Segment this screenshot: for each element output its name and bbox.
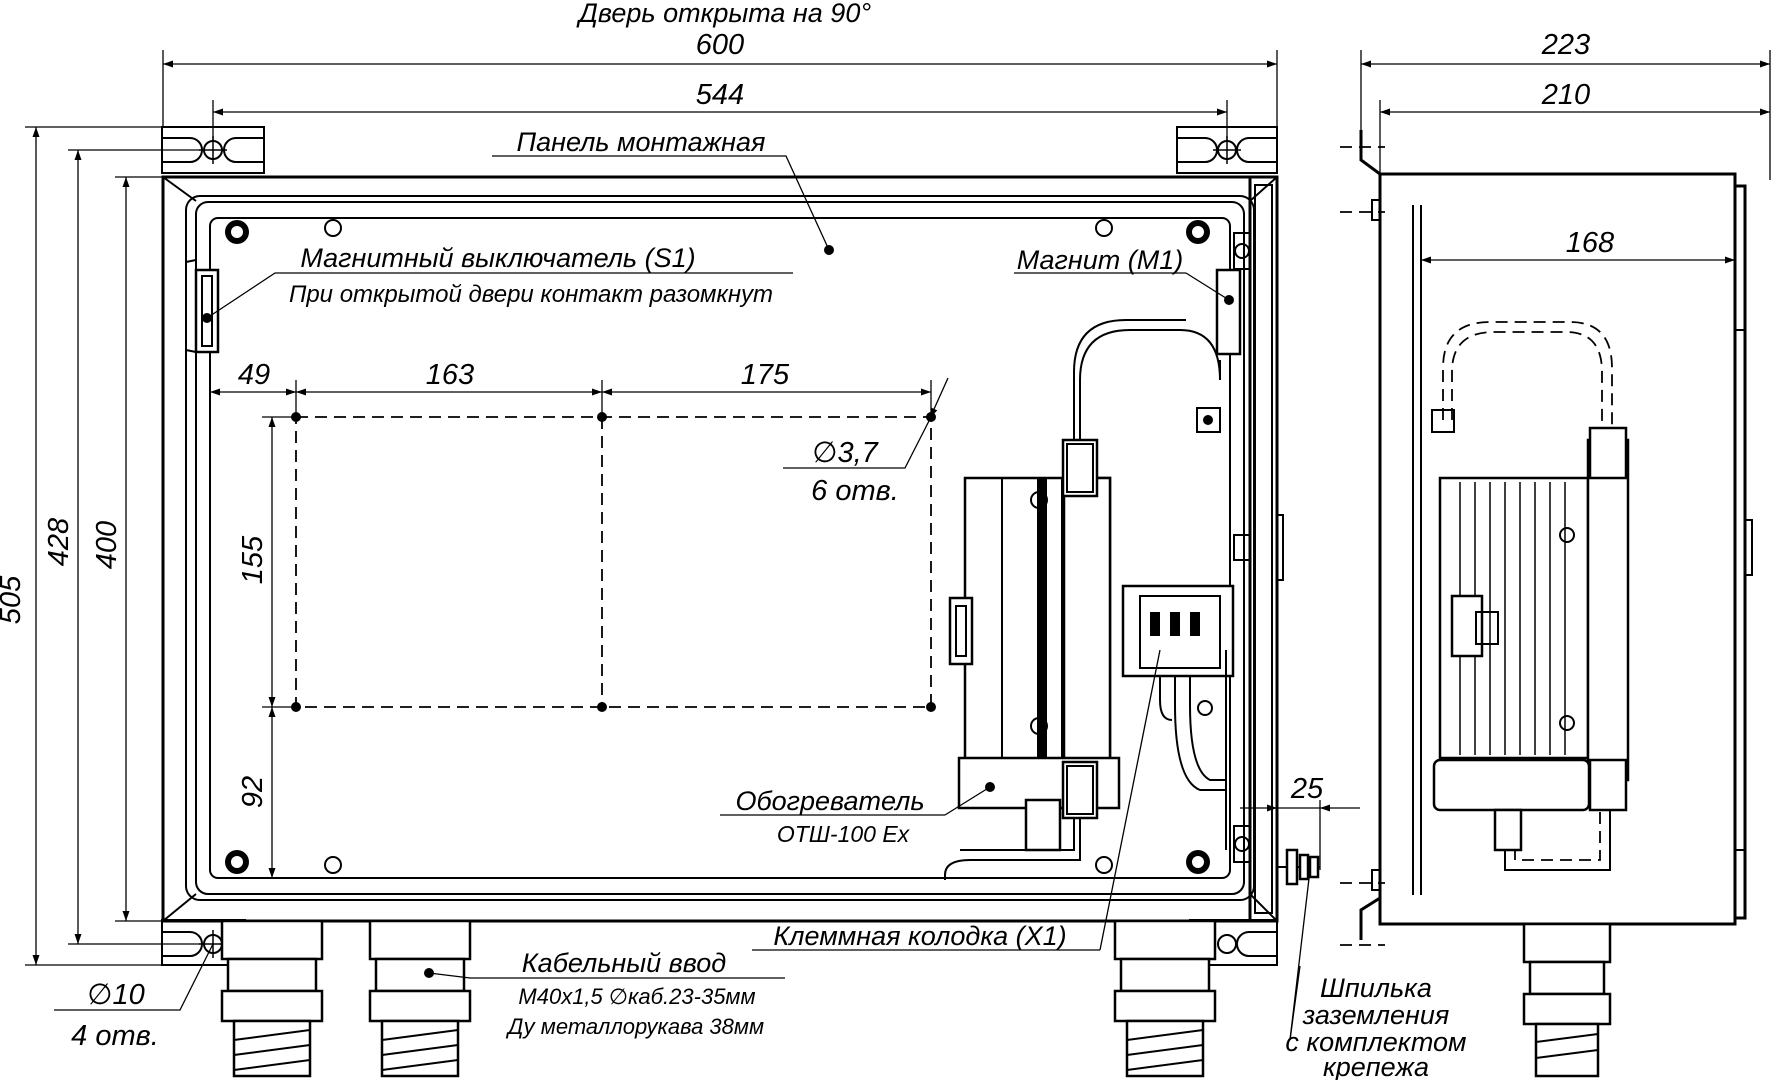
- door-note: Дверь открыта на 90°: [576, 0, 871, 28]
- dim-155: 155: [237, 535, 269, 584]
- text-labels: Дверь открыта на 90° 600 544 223 210 168…: [0, 0, 1614, 1080]
- cable-entry-spec-2: Ду металлорукава 38мм: [505, 1014, 764, 1039]
- dim-25: 25: [1290, 773, 1324, 805]
- dim-400: 400: [91, 521, 123, 569]
- mag-switch-label: Магнитный выключатель (S1): [300, 243, 695, 273]
- mount-hole-dia-label: ∅10: [87, 979, 145, 1011]
- hole-dia-label: ∅3,7: [812, 437, 879, 469]
- dim-168: 168: [1566, 227, 1614, 259]
- cable-entry-left: [220, 919, 324, 1078]
- heater-model-label: ОТШ-100 Ex: [777, 821, 911, 847]
- side-view: [1340, 130, 1753, 1078]
- mount-hole-count-label: 4 отв.: [71, 1020, 159, 1052]
- dim-163: 163: [426, 359, 474, 391]
- front-view: [161, 126, 1320, 1078]
- dim-223: 223: [1541, 29, 1590, 61]
- cable-entry-side: [1522, 922, 1612, 1078]
- mounting-ear-top-left: [161, 126, 265, 174]
- cable-entry-middle: [368, 919, 472, 1078]
- cable-entry-label: Кабельный ввод: [522, 948, 727, 978]
- magnetic-switch-s1: [185, 259, 220, 354]
- dimension-lines: [25, 50, 1771, 966]
- dim-505: 505: [0, 575, 27, 624]
- magnet-label: Магнит (M1): [1017, 245, 1183, 275]
- cable-entry-spec-1: М40х1,5 ∅каб.23-35мм: [518, 984, 755, 1009]
- heater-label: Обогреватель: [735, 786, 924, 816]
- dim-210: 210: [1541, 79, 1590, 111]
- dim-92: 92: [237, 776, 269, 808]
- dim-544: 544: [696, 79, 744, 111]
- terminal-block-label: Клеммная колодка (X1): [773, 921, 1066, 951]
- heater-otsh-100: [944, 319, 1221, 880]
- cable-entry-right: [1113, 919, 1217, 1078]
- terminal-block-x1: [1121, 584, 1235, 850]
- heater-side: [1431, 321, 1630, 871]
- open-door: [1233, 175, 1284, 923]
- corner-screws: [225, 219, 1210, 874]
- dim-175: 175: [741, 359, 790, 391]
- leader-lines: [54, 155, 1311, 1041]
- mount-panel-label: Панель монтажная: [517, 127, 766, 157]
- magnet-m1: [1196, 268, 1242, 433]
- dim-600: 600: [696, 29, 744, 61]
- dim-428: 428: [43, 518, 75, 566]
- ground-stud-line-3: с комплектом: [1285, 1027, 1466, 1057]
- mounting-ear-top-right: [1176, 126, 1278, 174]
- ground-stud-line-1: Шпилька: [1320, 973, 1432, 1003]
- grounding-stud: [1277, 848, 1320, 886]
- ground-stud-line-4: крепежа: [1323, 1052, 1429, 1080]
- dim-49: 49: [238, 359, 270, 391]
- hole-count-label: 6 отв.: [811, 475, 899, 507]
- ground-stud-line-2: заземления: [1302, 1000, 1450, 1030]
- mag-switch-note: При открытой двери контакт разомкнут: [289, 281, 773, 308]
